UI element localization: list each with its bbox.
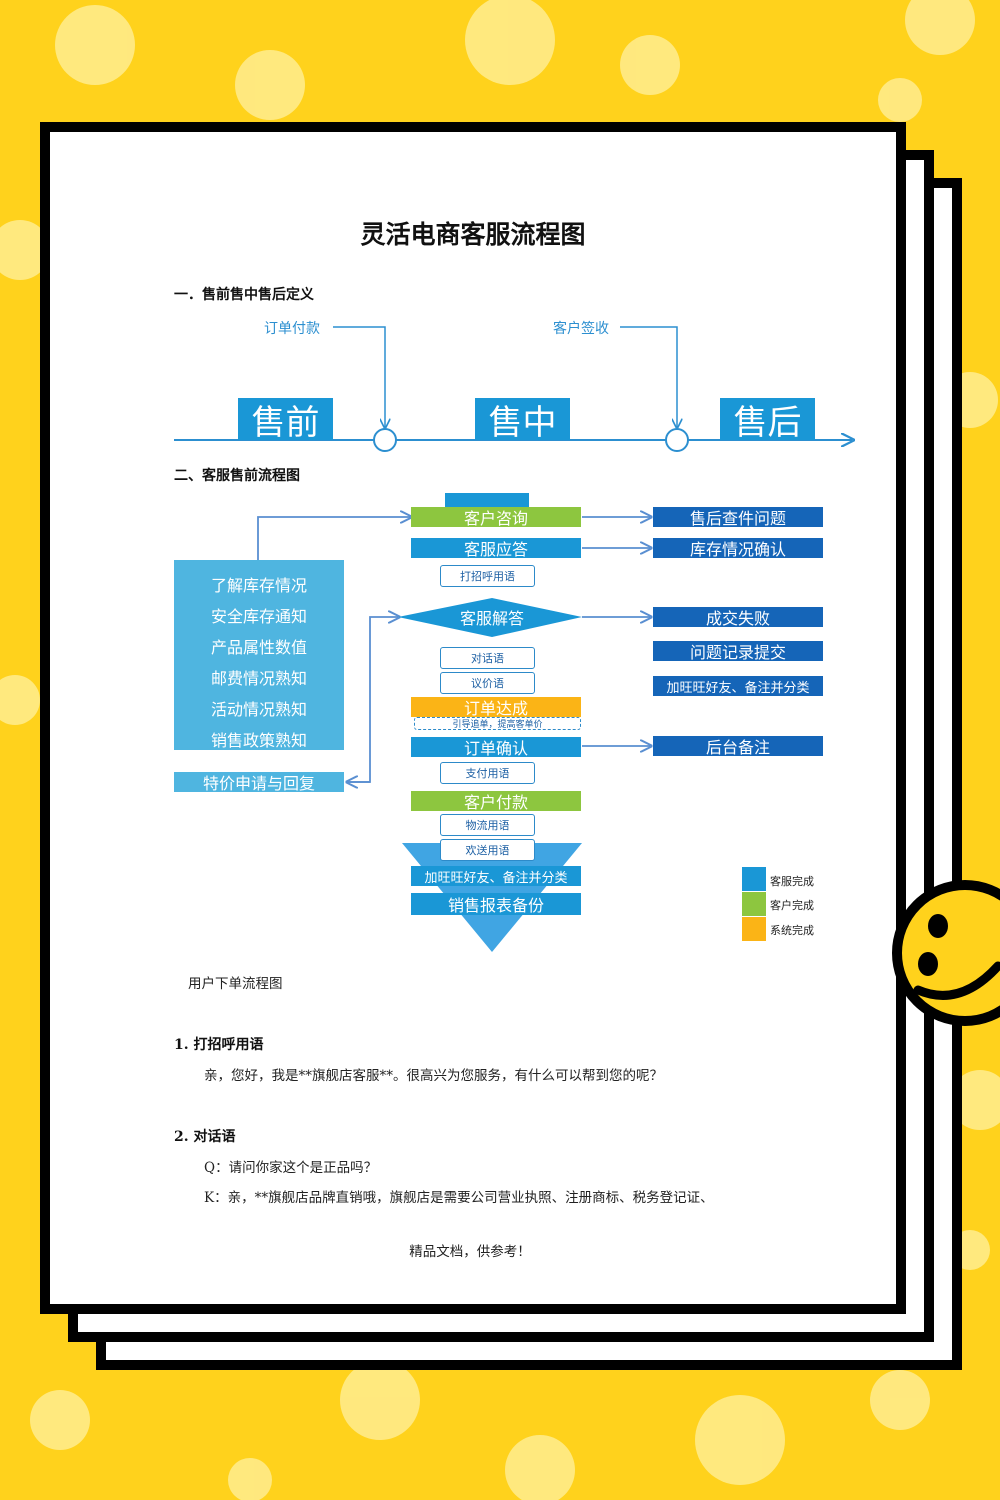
list-item: 活动情况熟知 — [210, 700, 307, 719]
list-item: 产品属性数值 — [210, 638, 307, 657]
add-friend-right-box: 加旺旺好友、备注并分类 — [653, 676, 823, 696]
greeting-paragraph: 亲，您好，我是**旗舰店客服**。很高兴为您服务，有什么可以帮到您的呢？ — [204, 1068, 663, 1084]
aftersale-issue-box: 售后查件问题 — [653, 507, 823, 528]
stage-presale: 售前 — [238, 398, 333, 443]
subheading-dialog: 2. 对话语 — [174, 1129, 236, 1145]
legend-label-system: 系统完成 — [770, 924, 814, 937]
presale-knowledge-list: 了解库存情况 安全库存通知 产品属性数值 邮费情况熟知 活动情况熟知 销售政策熟… — [174, 560, 344, 750]
event-label-customer-signoff: 客户签收 — [553, 321, 609, 337]
upsell-guide-box: 引导追单，提高客单价 — [414, 717, 581, 730]
smiley-face-icon — [892, 880, 1000, 1026]
add-friend-box: 加旺旺好友、备注并分类 — [411, 866, 581, 886]
document-title: 灵活电商客服流程图 — [360, 220, 586, 249]
dialog-answer: K：亲，**旗舰店品牌直销哦，旗舰店是需要公司营业执照、注册商标、税务登记证、 — [204, 1190, 714, 1206]
list-item: 了解库存情况 — [210, 576, 307, 595]
customer-consult-box: 客户咨询 — [411, 507, 581, 528]
legend-label-customer: 客户完成 — [770, 899, 814, 912]
list-item: 安全库存通知 — [210, 607, 307, 626]
list-item: 销售政策熟知 — [210, 731, 307, 750]
section-heading-1: 一．售前售中售后定义 — [174, 287, 314, 303]
stage-insale: 售中 — [475, 398, 570, 443]
farewell-words-box: 欢送用语 — [440, 839, 535, 861]
stock-confirm-box: 库存情况确认 — [653, 538, 823, 559]
stage-aftersale: 售后 — [720, 398, 815, 443]
sales-report-box: 销售报表备份 — [411, 893, 581, 915]
order-confirm-box: 订单确认 — [411, 737, 581, 758]
legend-swatch-system — [742, 917, 766, 941]
subheading-greeting: 1. 打招呼用语 — [174, 1037, 264, 1053]
backend-note-box: 后台备注 — [653, 736, 823, 757]
legend-label-service: 客服完成 — [770, 875, 814, 888]
special-price-box: 特价申请与回复 — [174, 772, 344, 793]
order-deal-box: 订单达成 — [411, 697, 581, 718]
page-footer: 精品文档，供参考！ — [409, 1244, 531, 1260]
legend-swatch-service — [742, 867, 766, 891]
payment-words-box: 支付用语 — [440, 762, 535, 784]
customer-payment-box: 客户付款 — [411, 791, 581, 812]
figure-caption: 用户下单流程图 — [188, 976, 283, 992]
issue-record-box: 问题记录提交 — [653, 641, 823, 662]
service-answer-diamond-label: 客服解答 — [459, 609, 524, 628]
list-item: 邮费情况熟知 — [210, 669, 307, 688]
dialog-question: Q：请问你家这个是正品吗？ — [204, 1160, 378, 1176]
legend-swatch-customer — [742, 892, 766, 916]
bargain-words-box: 议价语 — [440, 672, 535, 694]
logistics-words-box: 物流用语 — [440, 814, 535, 836]
section-heading-2: 二、客服售前流程图 — [174, 468, 300, 484]
dialog-words-box: 对话语 — [440, 647, 535, 669]
service-reply-box: 客服应答 — [411, 538, 581, 559]
deal-failed-box: 成交失败 — [653, 607, 823, 628]
greeting-words-box: 打招呼用语 — [440, 565, 535, 587]
event-label-order-payment: 订单付款 — [264, 321, 320, 337]
